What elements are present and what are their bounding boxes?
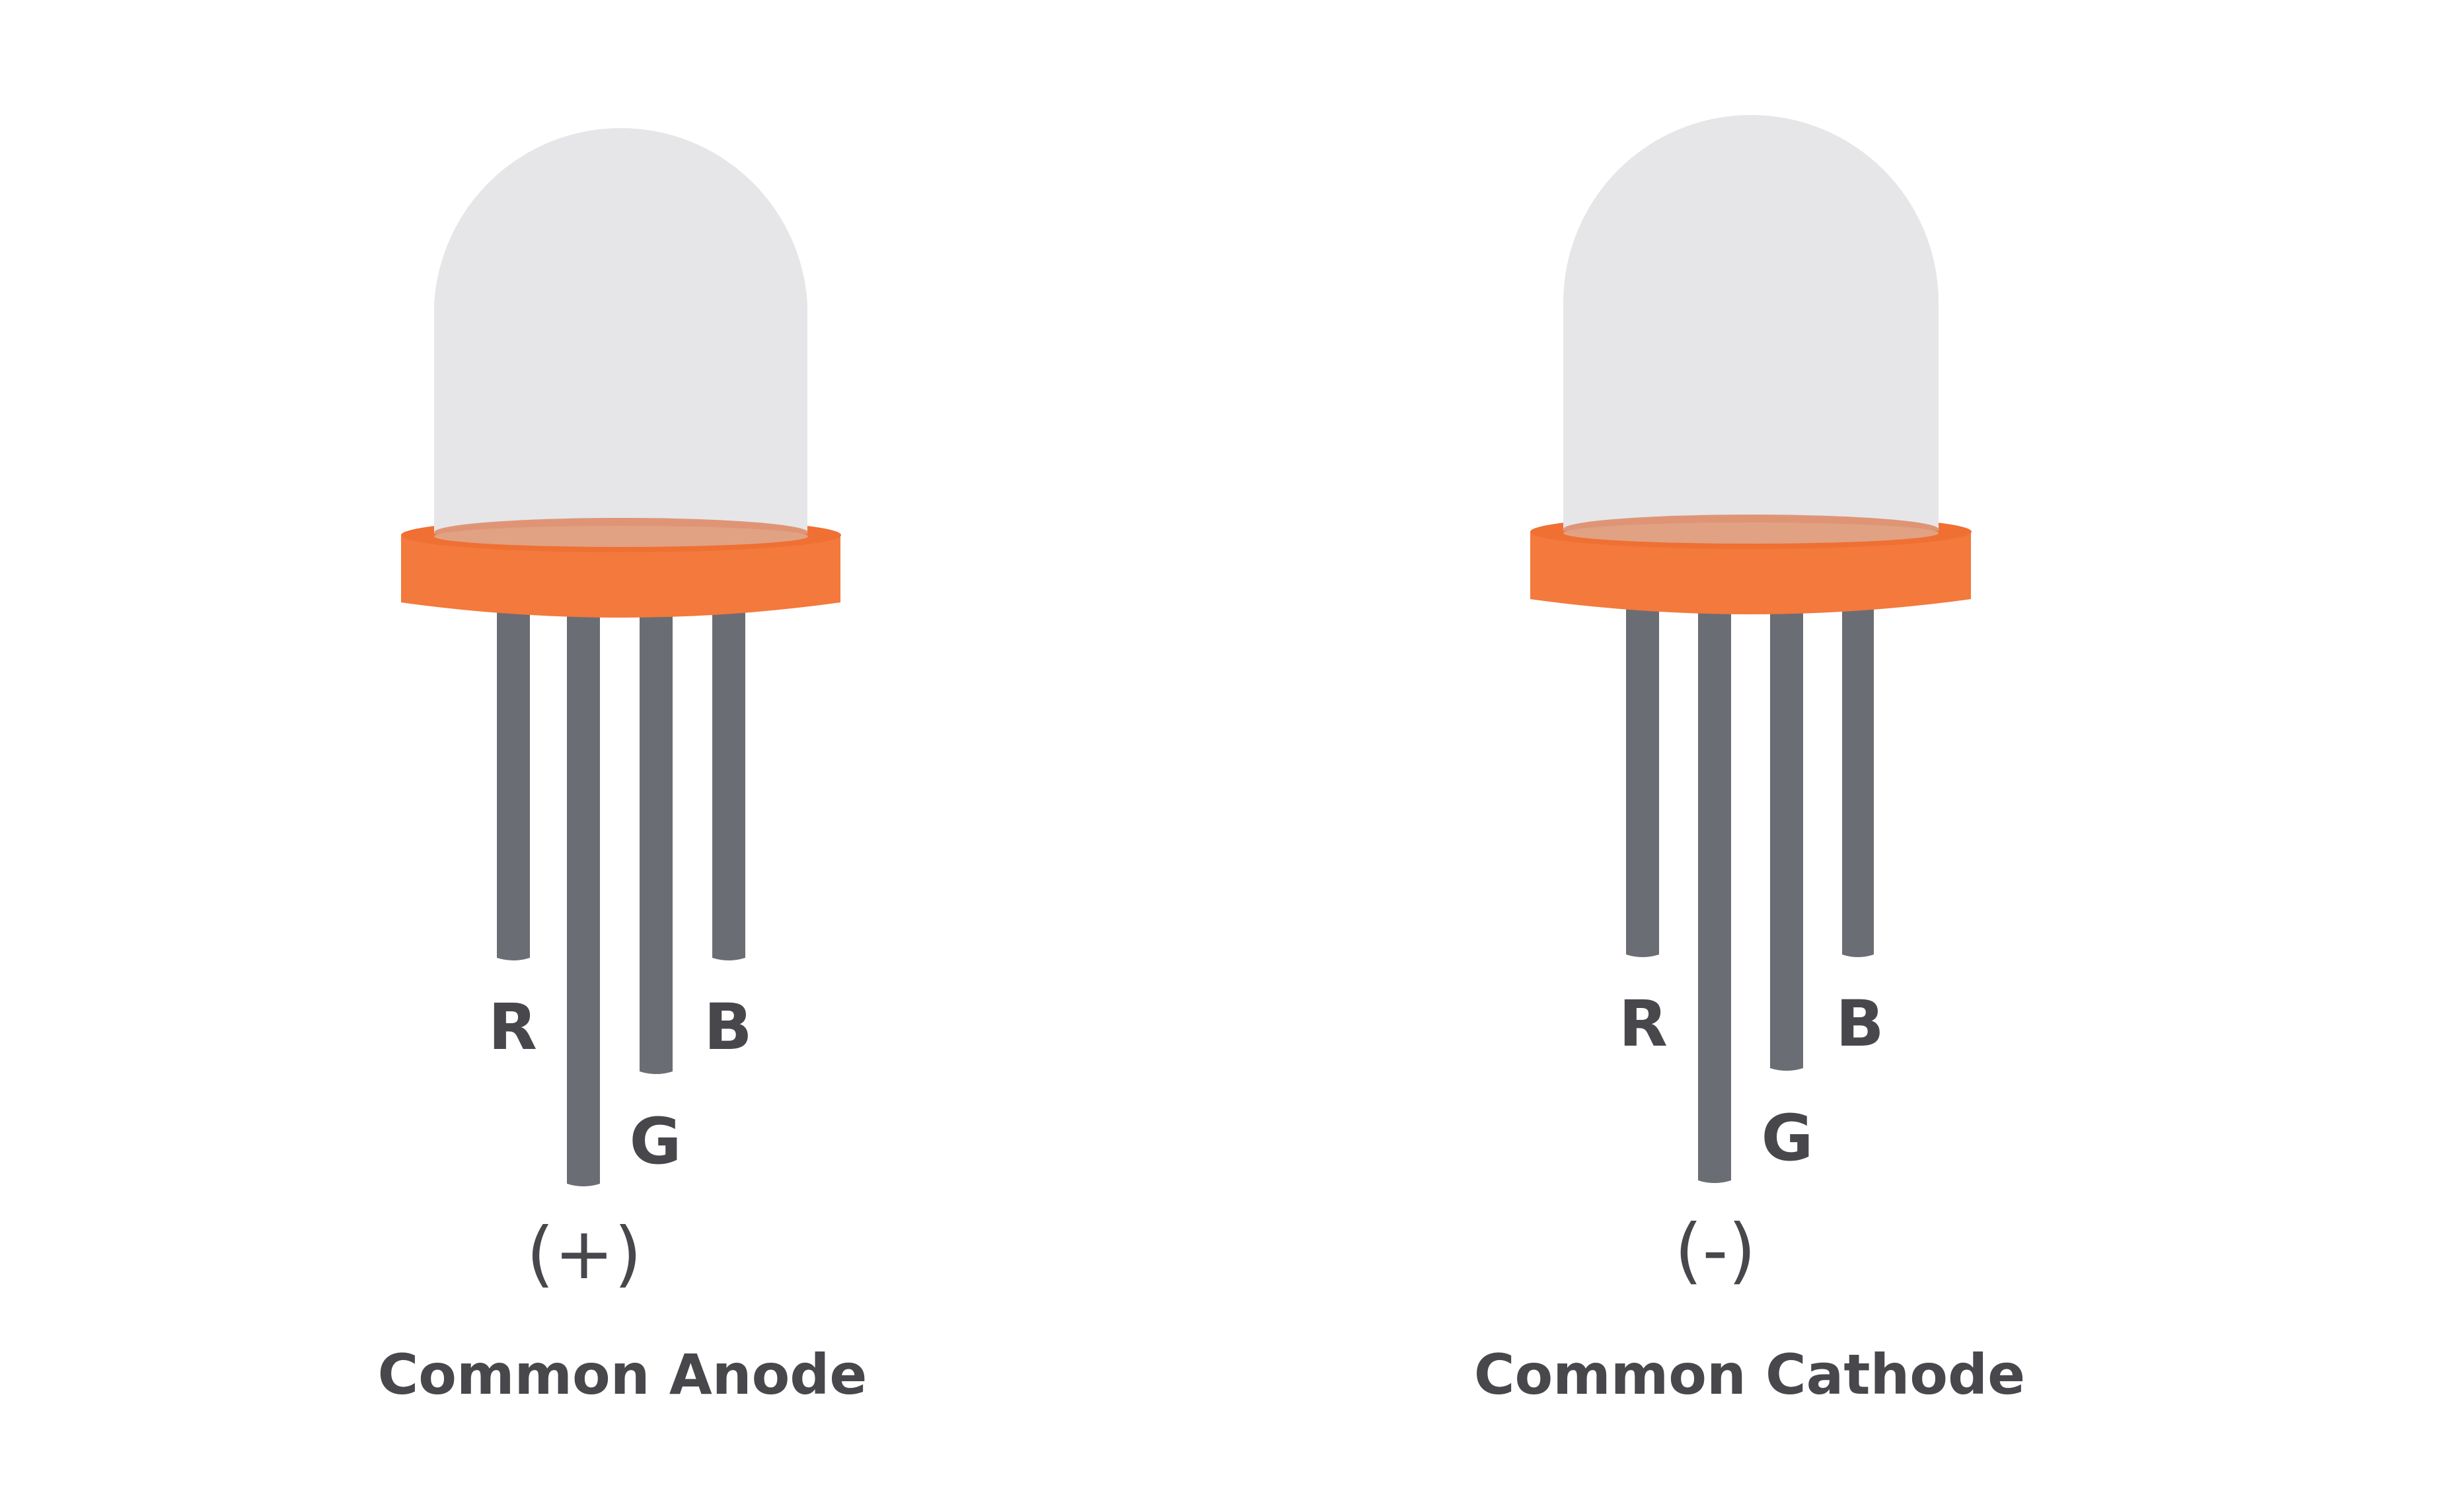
- led-dome: [434, 127, 807, 534]
- title-common-anode: Common Anode: [378, 1342, 868, 1407]
- base-body: [401, 535, 840, 618]
- pin-green: [1770, 591, 1803, 1071]
- label-r: R: [488, 990, 537, 1064]
- led-pins: [1626, 591, 1874, 1183]
- title-common-cathode: Common Cathode: [1474, 1342, 2025, 1407]
- dome-inner-ring: [434, 526, 808, 547]
- pin-blue: [712, 594, 745, 960]
- label-b: B: [1835, 987, 1884, 1061]
- led-common-cathode: R B G (-) Common Cathode: [1474, 115, 2025, 1407]
- label-b: B: [704, 990, 752, 1064]
- led-pins: [497, 594, 745, 1186]
- pin-green: [640, 594, 673, 1074]
- polarity-minus: (-): [1674, 1209, 1756, 1292]
- label-g: G: [630, 1104, 682, 1178]
- label-r: R: [1619, 987, 1668, 1061]
- led-common-anode: R B G (+) Common Anode: [378, 127, 868, 1407]
- polarity-plus: (+): [527, 1213, 642, 1295]
- pin-red: [497, 594, 530, 960]
- pin-red: [1626, 591, 1659, 957]
- label-g: G: [1761, 1101, 1814, 1175]
- base-body: [1530, 532, 1971, 614]
- dome-inner-ring: [1563, 522, 1939, 544]
- led-dome: [1563, 115, 1939, 530]
- pin-common-cathode: [1698, 591, 1731, 1183]
- pin-common-anode: [567, 594, 600, 1186]
- pin-blue: [1842, 591, 1874, 957]
